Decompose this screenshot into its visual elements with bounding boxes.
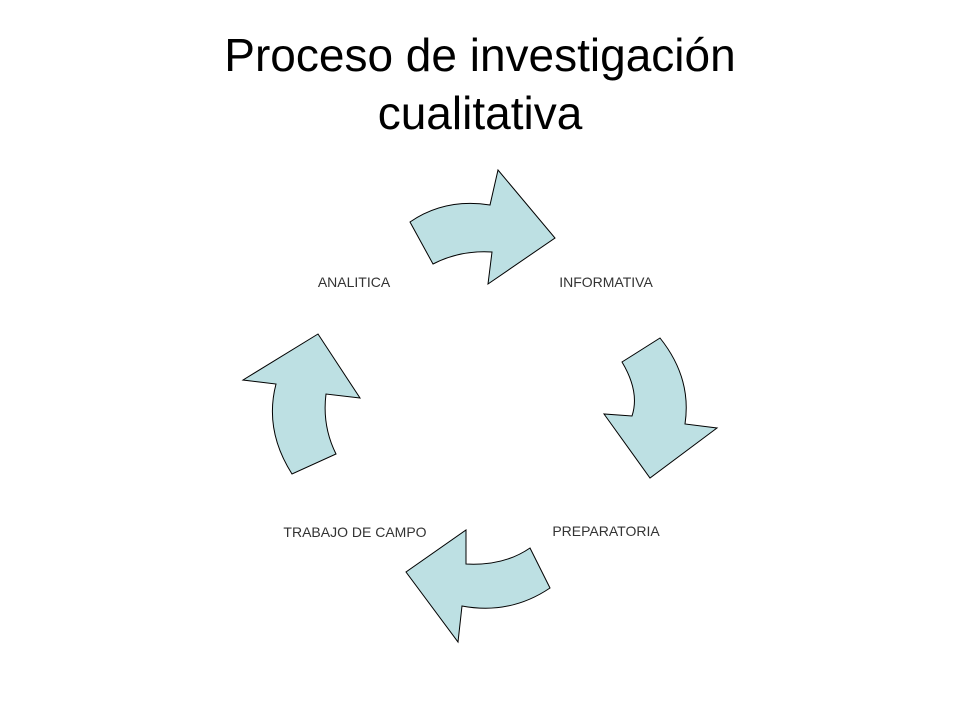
title-line-2: cualitativa <box>377 87 583 139</box>
stage-label-trabajo-de-campo: TRABAJO DE CAMPO <box>283 524 426 540</box>
title-line-1: Proceso de investigación <box>224 29 736 81</box>
stage-label-analitica: ANALITICA <box>318 274 391 290</box>
cycle-arrow-preparatoria-to-trabajo <box>405 529 551 644</box>
page-title: Proceso de investigación cualitativa <box>0 26 960 142</box>
cycle-arrow-trabajo-to-analitica <box>241 333 362 475</box>
cycle-arrow-analitica-to-informativa <box>409 168 556 286</box>
cycle-arrow-informativa-to-preparatoria <box>602 337 719 479</box>
stage-label-informativa: INFORMATIVA <box>559 274 653 290</box>
stage-label-preparatoria: PREPARATORIA <box>552 523 660 539</box>
